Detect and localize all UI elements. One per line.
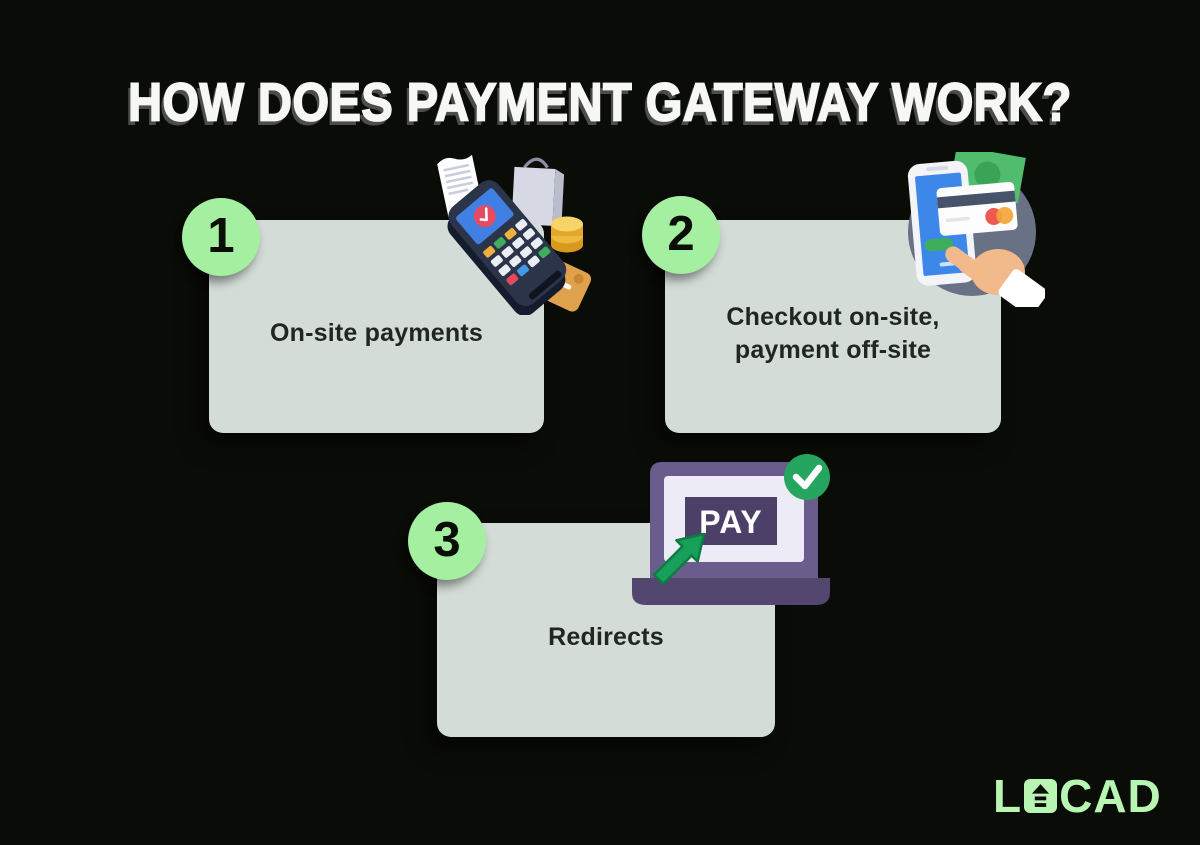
locad-logo: L CAD	[993, 770, 1162, 822]
step1-number: 1	[207, 208, 235, 263]
step2-label-line2: payment off-site	[734, 335, 932, 364]
logo-letter-o	[1024, 779, 1058, 813]
step-number-badge-2: 2	[642, 196, 720, 274]
pos-terminal-icon	[437, 154, 592, 315]
credit-card-icon	[936, 182, 1018, 236]
page-title: HOW DOES PAYMENT GATEWAY WORK?	[127, 70, 1072, 133]
step-number-badge-3: 3	[408, 502, 486, 580]
tap-to-pay-icon	[907, 152, 1045, 307]
logo-letters-cad: CAD	[1059, 770, 1162, 822]
coins-icon	[551, 216, 583, 253]
step3-number: 3	[433, 512, 461, 567]
payment-terminal	[447, 180, 567, 315]
step3-label: Redirects	[548, 621, 664, 654]
logo-letter-l: L	[993, 770, 1023, 822]
step-number-badge-1: 1	[182, 198, 260, 276]
up-arrow-icon	[1032, 783, 1050, 807]
laptop-pay-icon: PAY	[632, 454, 830, 605]
step3-label-line: Redirects	[548, 622, 664, 651]
pay-button-label: PAY	[699, 504, 762, 540]
step1-label-line: On-site payments	[270, 319, 483, 347]
shopping-bag-icon	[511, 157, 565, 226]
cursor-arrow-icon	[652, 532, 706, 586]
step1-label: On-site payments	[270, 317, 483, 350]
step2-label-line1: Checkout on-site,	[726, 302, 940, 331]
step2-number: 2	[667, 206, 695, 261]
step2-label: Checkout on-site, payment off-site	[726, 301, 939, 367]
laptop-base	[632, 578, 830, 605]
pointing-hand-icon	[945, 246, 1045, 307]
keypad	[483, 218, 551, 286]
checkmark-badge-icon	[784, 454, 830, 500]
